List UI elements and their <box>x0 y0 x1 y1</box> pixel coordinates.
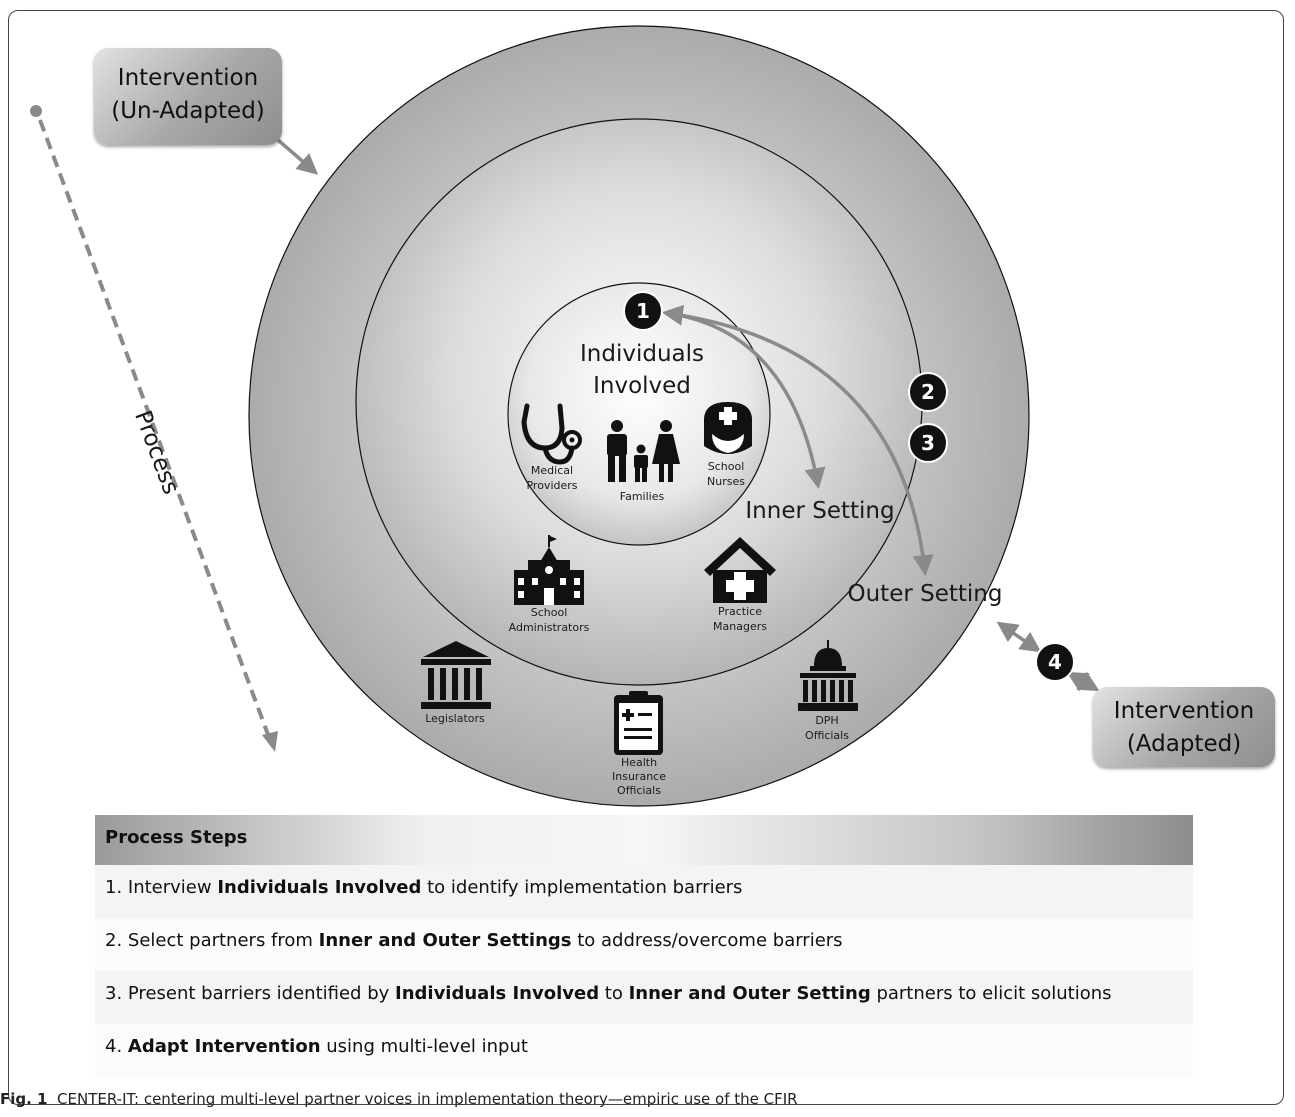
process-label: Process <box>129 407 184 498</box>
process-step-1-segment: to identify implementation barriers <box>421 877 743 898</box>
process-step-4-segment: Adapt Intervention <box>127 1036 321 1057</box>
health-insurance-officials-label-3: Officials <box>617 784 661 797</box>
stethoscope-icon <box>521 403 582 465</box>
inner-setting-label: Inner Setting <box>745 498 894 524</box>
medical-providers-label-1: Medical <box>531 464 573 477</box>
outer-to-4-arrow <box>996 621 1042 653</box>
process-step-3: 3. Present barriers identified by Indivi… <box>95 971 1193 1024</box>
svg-text:3: 3 <box>921 431 935 455</box>
outer-setting-label: Outer Setting <box>848 581 1003 607</box>
figure-caption-label: Fig. 1 <box>0 1090 48 1108</box>
individuals-involved-title-2: Involved <box>593 373 691 399</box>
process-step-1-segment: 1. Interview <box>105 877 218 898</box>
intervention-adapted-box: Intervention (Adapted) <box>1093 687 1275 767</box>
school-building-icon <box>514 535 584 605</box>
step-marker-2: 2 <box>908 372 948 412</box>
svg-text:4: 4 <box>1048 650 1062 674</box>
school-administrators-label-1: School <box>531 606 568 619</box>
medical-providers-label-2: Providers <box>526 479 577 492</box>
svg-text:2: 2 <box>921 380 935 404</box>
families-label: Families <box>620 490 665 503</box>
figure-frame <box>8 10 1284 1105</box>
step-marker-1: 1 <box>623 291 663 331</box>
svg-text:1: 1 <box>636 299 650 323</box>
legislature-icon <box>421 641 491 709</box>
legislators-label: Legislators <box>425 712 485 725</box>
health-insurance-officials-label-2: Insurance <box>612 770 666 783</box>
process-steps-body: 1. Interview Individuals Involved to ide… <box>95 865 1193 1077</box>
school-administrators-label-2: Administrators <box>509 621 590 634</box>
process-step-2: 2. Select partners from Inner and Outer … <box>95 918 1193 971</box>
process-step-2-segment: to address/overcome barriers <box>571 930 843 951</box>
intervention-unadapted-box: Intervention (Un-Adapted) <box>94 48 282 145</box>
figure-caption: Fig. 1 CENTER-IT: centering multi-level … <box>0 1090 1295 1117</box>
process-step-4-segment: using multi-level input <box>320 1036 528 1057</box>
individuals-involved-title-1: Individuals <box>580 341 704 367</box>
practice-managers-label-1: Practice <box>718 605 762 618</box>
process-step-3-segment: Individuals Involved <box>395 983 600 1004</box>
unadapted-arrow <box>276 138 319 175</box>
process-step-3-segment: partners to elicit solutions <box>870 983 1112 1004</box>
health-insurance-officials-label-1: Health <box>621 756 657 769</box>
intervention-adapted-line-2: (Adapted) <box>1126 731 1242 757</box>
process-step-4-segment: 4. <box>105 1036 128 1057</box>
step-marker-4: 4 <box>1035 642 1075 682</box>
dph-officials-label-2: Officials <box>805 729 849 742</box>
process-step-3-segment: Inner and Outer Setting <box>628 983 871 1004</box>
process-step-3-segment: 3. Present barriers identified by <box>105 983 395 1004</box>
school-nurses-label-2: Nurses <box>707 475 745 488</box>
cfir-diagram: Process 1 2 3 4 Individuals Involved Inn… <box>30 25 1100 807</box>
nurse-icon <box>704 402 752 454</box>
process-step-1-segment: Individuals Involved <box>217 877 422 898</box>
practice-managers-label-2: Managers <box>713 620 767 633</box>
arrow-to-outer-setting <box>665 311 934 577</box>
clipboard-icon <box>614 691 663 755</box>
family-icon <box>607 420 680 482</box>
process-start-dot <box>30 105 42 117</box>
capitol-icon <box>798 640 858 711</box>
intervention-adapted-line-1: Intervention <box>1113 698 1255 724</box>
intervention-unadapted-line-2: (Un-Adapted) <box>111 98 265 124</box>
4-to-adapted-arrow <box>1066 671 1100 692</box>
intervention-unadapted-line-1: Intervention <box>117 65 259 91</box>
process-arrowhead <box>262 731 278 752</box>
dph-officials-label-1: DPH <box>815 714 838 727</box>
process-step-2-segment: 2. Select partners from <box>105 930 319 951</box>
figure-caption-text: CENTER-IT: centering multi-level partner… <box>57 1090 798 1108</box>
process-step-3-segment: to <box>599 983 629 1004</box>
school-nurses-label-1: School <box>708 460 745 473</box>
process-step-4: 4. Adapt Intervention using multi-level … <box>95 1024 1193 1077</box>
process-steps-header: Process Steps <box>95 815 1193 865</box>
process-steps-table: Process Steps 1. Interview Individuals I… <box>95 815 1193 1077</box>
process-arrow <box>38 119 272 741</box>
process-step-1: 1. Interview Individuals Involved to ide… <box>95 865 1193 918</box>
process-step-2-segment: Inner and Outer Settings <box>318 930 572 951</box>
step-marker-3: 3 <box>908 423 948 463</box>
medical-clinic-icon <box>704 537 776 603</box>
